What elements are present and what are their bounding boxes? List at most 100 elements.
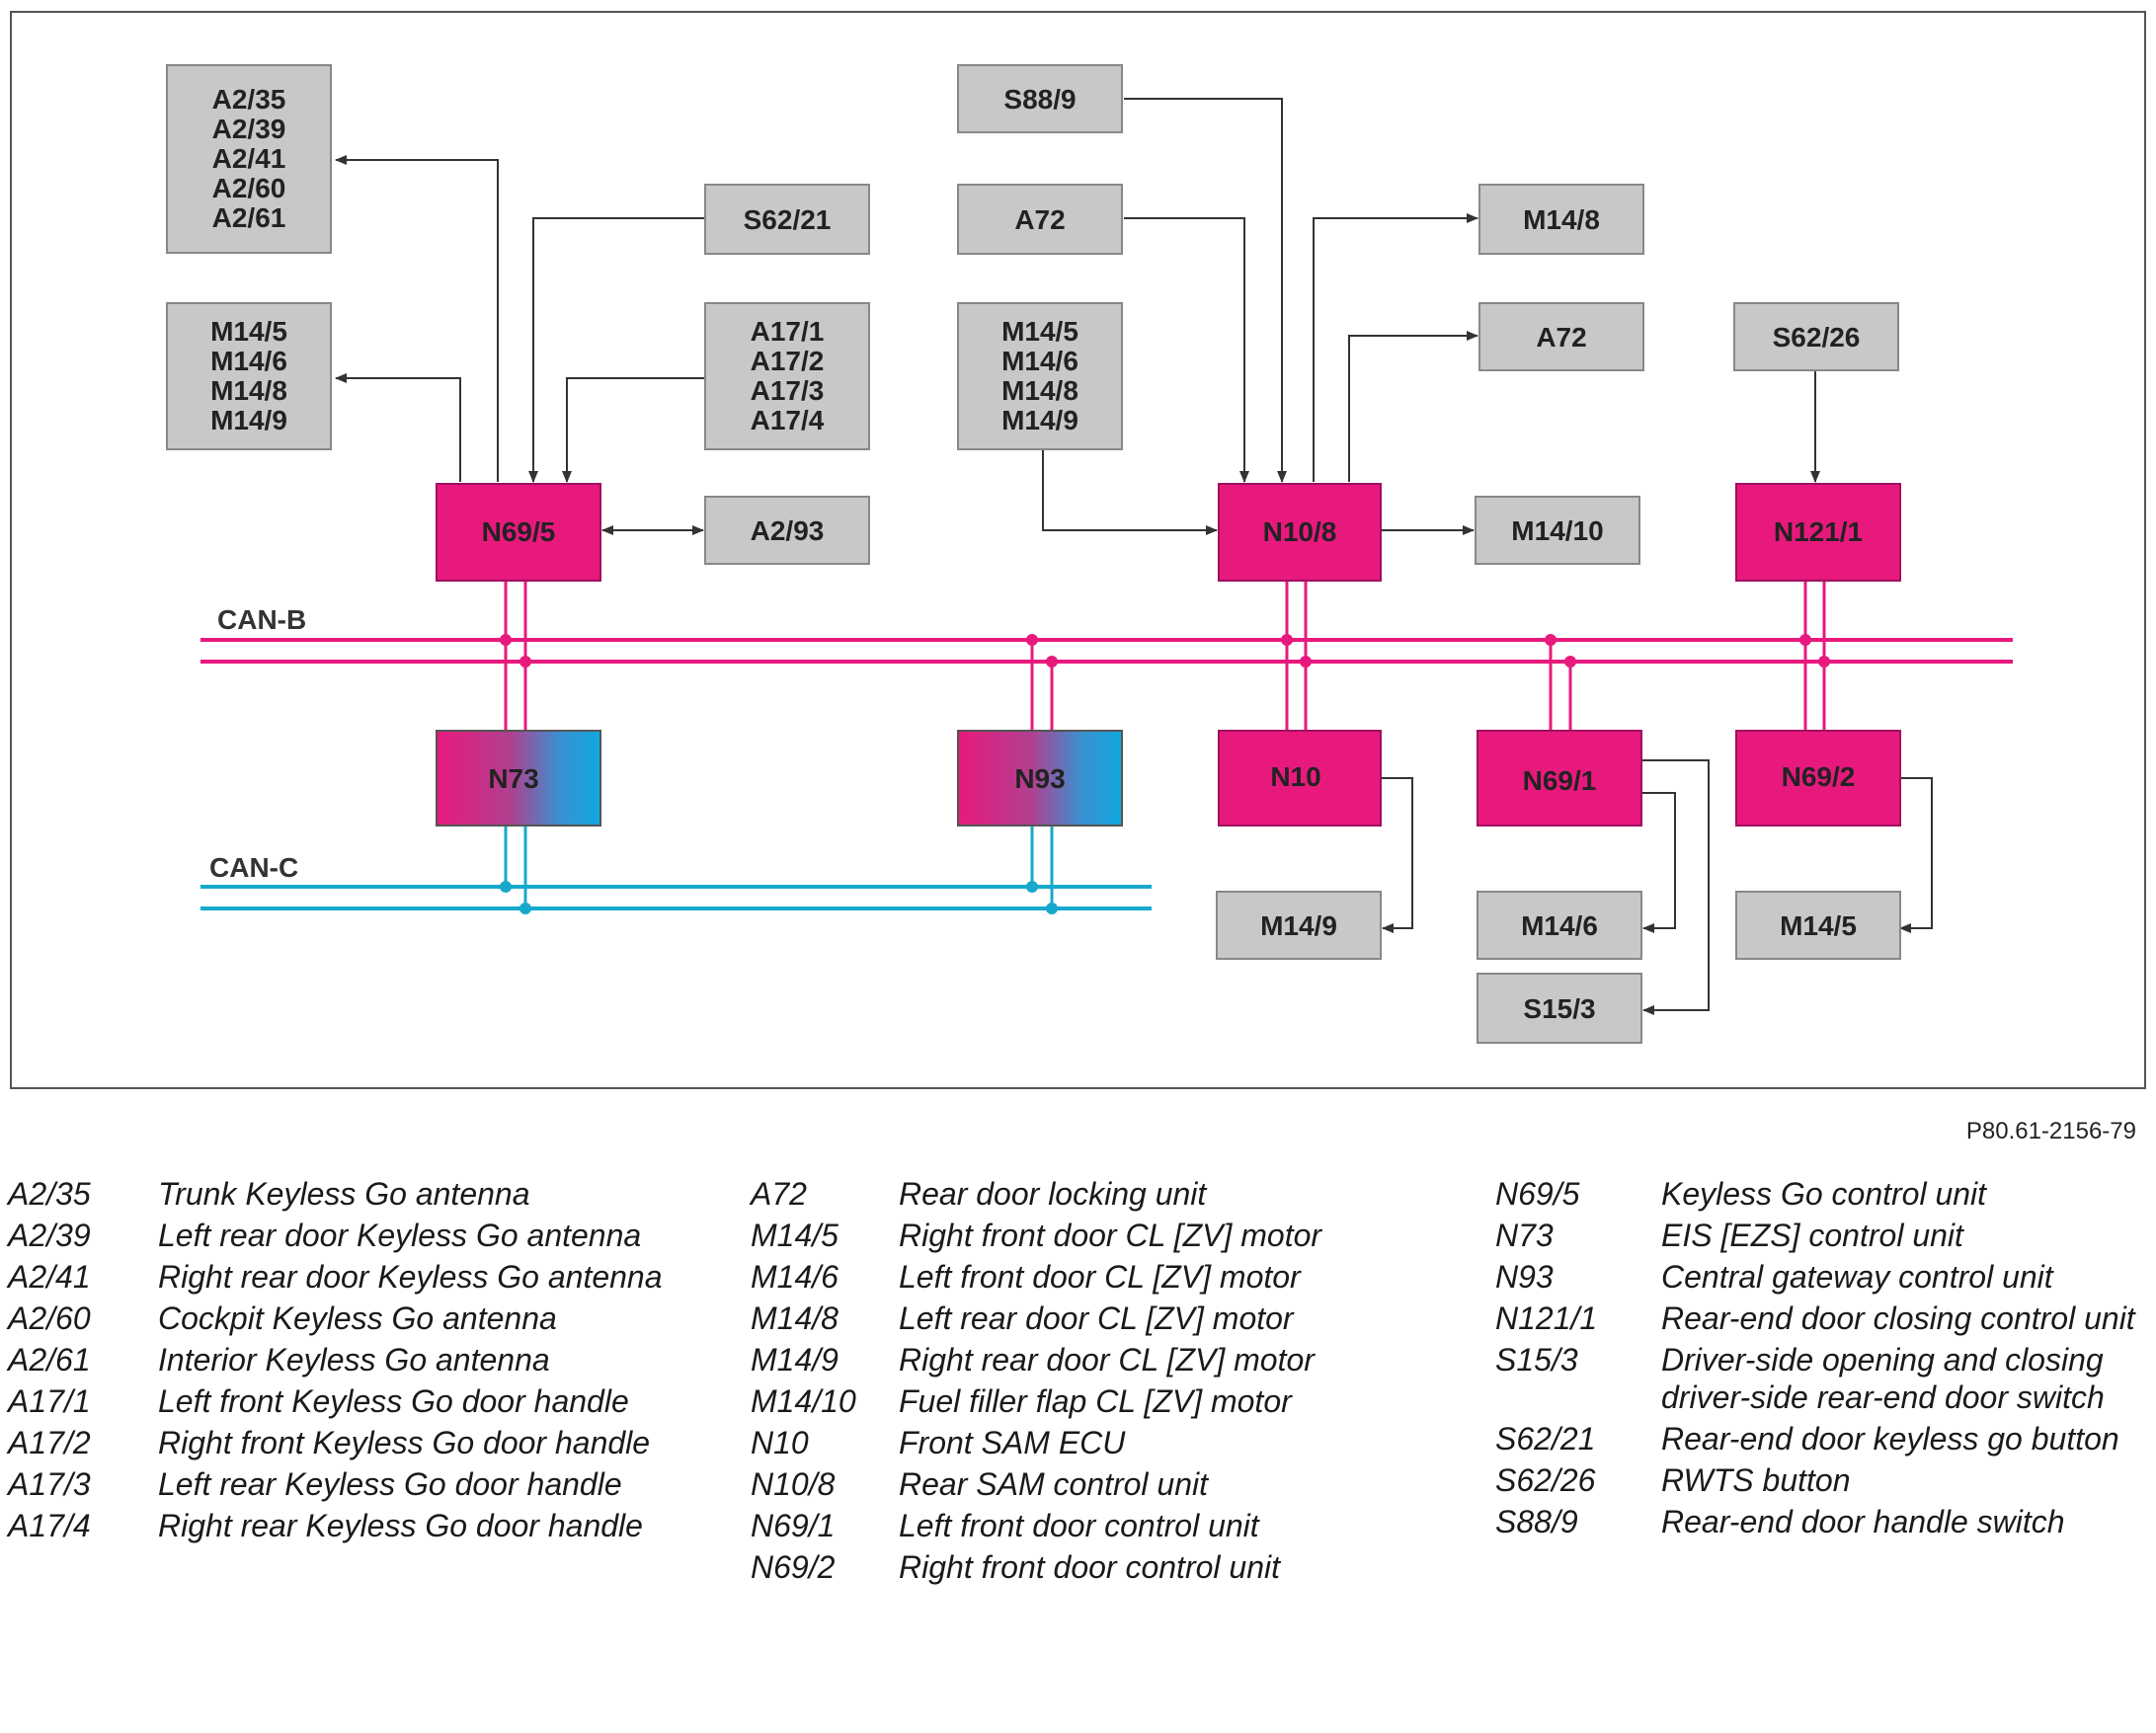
svg-text:A72: A72 bbox=[1536, 322, 1586, 353]
legend-item: N73 EIS [EZS] control unit bbox=[1495, 1217, 2147, 1254]
legend-item: M14/5 Right front door CL [ZV] motor bbox=[751, 1217, 1422, 1254]
svg-text:N93: N93 bbox=[1014, 763, 1065, 794]
legend-code: S62/21 bbox=[1495, 1421, 1596, 1457]
legend-description: Right front door CL [ZV] motor bbox=[899, 1218, 1322, 1253]
legend-item: A17/2 Right front Keyless Go door handle bbox=[8, 1424, 679, 1461]
legend-description: Left rear door CL [ZV] motor bbox=[899, 1300, 1294, 1336]
svg-text:M14/8: M14/8 bbox=[210, 375, 287, 406]
svg-text:A17/2: A17/2 bbox=[751, 346, 825, 376]
legend-item: A17/3 Left rear Keyless Go door handle bbox=[8, 1465, 679, 1503]
svg-text:A17/4: A17/4 bbox=[751, 405, 825, 435]
legend-description: Rear SAM control unit bbox=[899, 1466, 1209, 1502]
svg-text:A2/35: A2/35 bbox=[212, 84, 286, 115]
svg-text:N10/8: N10/8 bbox=[1263, 516, 1337, 547]
box-m14-5-output: M14/5 bbox=[1735, 891, 1901, 960]
box-s88-9: S88/9 bbox=[957, 64, 1123, 133]
can-c-label: CAN-C bbox=[209, 852, 298, 883]
legend-code: S15/3 bbox=[1495, 1342, 1578, 1378]
legend-item: N69/1 Left front door control unit bbox=[751, 1507, 1422, 1544]
legend-item: A2/39 Left rear door Keyless Go antenna bbox=[8, 1217, 679, 1254]
box-a2-93: A2/93 bbox=[704, 496, 870, 565]
box-n69-5-keyless-go: N69/5 bbox=[436, 483, 601, 582]
legend-description: Left rear door Keyless Go antenna bbox=[158, 1218, 642, 1253]
svg-text:M14/10: M14/10 bbox=[1511, 515, 1603, 546]
legend-description: EIS [EZS] control unit bbox=[1661, 1218, 1963, 1253]
box-n10-8-rear-sam: N10/8 bbox=[1218, 483, 1382, 582]
svg-text:S15/3: S15/3 bbox=[1523, 993, 1595, 1024]
legend-code: A2/41 bbox=[8, 1259, 91, 1295]
svg-text:M14/9: M14/9 bbox=[210, 405, 287, 435]
legend-code: N73 bbox=[1495, 1218, 1554, 1253]
signal-connectors bbox=[335, 98, 1933, 1015]
svg-text:M14/9: M14/9 bbox=[1001, 405, 1078, 435]
box-s15-3: S15/3 bbox=[1477, 973, 1642, 1044]
legend-code: N121/1 bbox=[1495, 1300, 1598, 1336]
legend-item: S15/3 Driver-side opening and closing dri… bbox=[1495, 1341, 2147, 1416]
box-a72-input: A72 bbox=[957, 184, 1123, 255]
legend-code: N93 bbox=[1495, 1259, 1554, 1295]
legend-item: N93 Central gateway control unit bbox=[1495, 1258, 2147, 1296]
svg-text:A2/41: A2/41 bbox=[212, 143, 286, 174]
svg-text:A2/61: A2/61 bbox=[212, 202, 286, 233]
box-n69-2: N69/2 bbox=[1735, 730, 1901, 827]
legend-code: M14/5 bbox=[751, 1218, 838, 1253]
svg-text:N73: N73 bbox=[488, 763, 538, 794]
legend-code: N69/2 bbox=[751, 1549, 836, 1585]
svg-text:N69/2: N69/2 bbox=[1782, 761, 1856, 792]
box-m14-motors-left: M14/5 M14/6 M14/8 M14/9 bbox=[166, 302, 332, 450]
svg-text:S88/9: S88/9 bbox=[1003, 84, 1076, 115]
legend-code: N10 bbox=[751, 1425, 809, 1460]
legend-description: Cockpit Keyless Go antenna bbox=[158, 1300, 557, 1336]
svg-text:S62/21: S62/21 bbox=[744, 204, 832, 235]
legend-description: Front SAM ECU bbox=[899, 1425, 1126, 1460]
legend-code: M14/9 bbox=[751, 1342, 838, 1378]
svg-text:N69/5: N69/5 bbox=[482, 516, 556, 547]
svg-text:N69/1: N69/1 bbox=[1523, 765, 1597, 796]
svg-text:M14/8: M14/8 bbox=[1523, 204, 1600, 235]
legend-description: Left front Keyless Go door handle bbox=[158, 1383, 629, 1419]
svg-text:M14/9: M14/9 bbox=[1260, 910, 1337, 941]
legend-code: A2/35 bbox=[8, 1176, 91, 1212]
box-n121-1: N121/1 bbox=[1735, 483, 1901, 582]
legend-description: Left front door control unit bbox=[899, 1508, 1259, 1543]
svg-text:S62/26: S62/26 bbox=[1773, 322, 1861, 353]
box-a17-door-handles: A17/1 A17/2 A17/3 A17/4 bbox=[704, 302, 870, 450]
box-m14-10: M14/10 bbox=[1475, 496, 1640, 565]
legend-description: Driver-side opening and closing driver-s… bbox=[1661, 1342, 2105, 1415]
legend-description: Right rear door CL [ZV] motor bbox=[899, 1342, 1315, 1378]
legend-description: Right rear Keyless Go door handle bbox=[158, 1508, 643, 1543]
legend-description: Rear door locking unit bbox=[899, 1176, 1207, 1212]
can-b-label: CAN-B bbox=[217, 604, 306, 635]
svg-text:M14/8: M14/8 bbox=[1001, 375, 1078, 406]
box-m14-motors-mid: M14/5 M14/6 M14/8 M14/9 bbox=[957, 302, 1123, 450]
svg-text:N121/1: N121/1 bbox=[1774, 516, 1863, 547]
legend-description: Right front door control unit bbox=[899, 1549, 1280, 1585]
box-m14-6-output: M14/6 bbox=[1477, 891, 1642, 960]
legend-description: Left rear Keyless Go door handle bbox=[158, 1466, 622, 1502]
svg-text:N10: N10 bbox=[1270, 761, 1320, 792]
legend-code: A17/2 bbox=[8, 1425, 91, 1460]
svg-text:M14/6: M14/6 bbox=[210, 346, 287, 376]
svg-text:M14/6: M14/6 bbox=[1001, 346, 1078, 376]
svg-text:M14/5: M14/5 bbox=[1001, 316, 1078, 347]
box-n10-front-sam: N10 bbox=[1218, 730, 1382, 827]
legend-code: A2/39 bbox=[8, 1218, 91, 1253]
legend-code: N69/1 bbox=[751, 1508, 836, 1543]
legend-description: Central gateway control unit bbox=[1661, 1259, 2053, 1295]
legend-code: A17/3 bbox=[8, 1466, 91, 1502]
legend-description: Right front Keyless Go door handle bbox=[158, 1425, 651, 1460]
svg-text:A2/60: A2/60 bbox=[212, 173, 286, 203]
box-s62-21: S62/21 bbox=[704, 184, 870, 255]
legend-item: M14/9 Right rear door CL [ZV] motor bbox=[751, 1341, 1422, 1379]
legend-description: Rear-end door keyless go button bbox=[1661, 1421, 2119, 1457]
legend-item: N69/2 Right front door control unit bbox=[751, 1548, 1422, 1586]
svg-text:A2/93: A2/93 bbox=[751, 515, 825, 546]
